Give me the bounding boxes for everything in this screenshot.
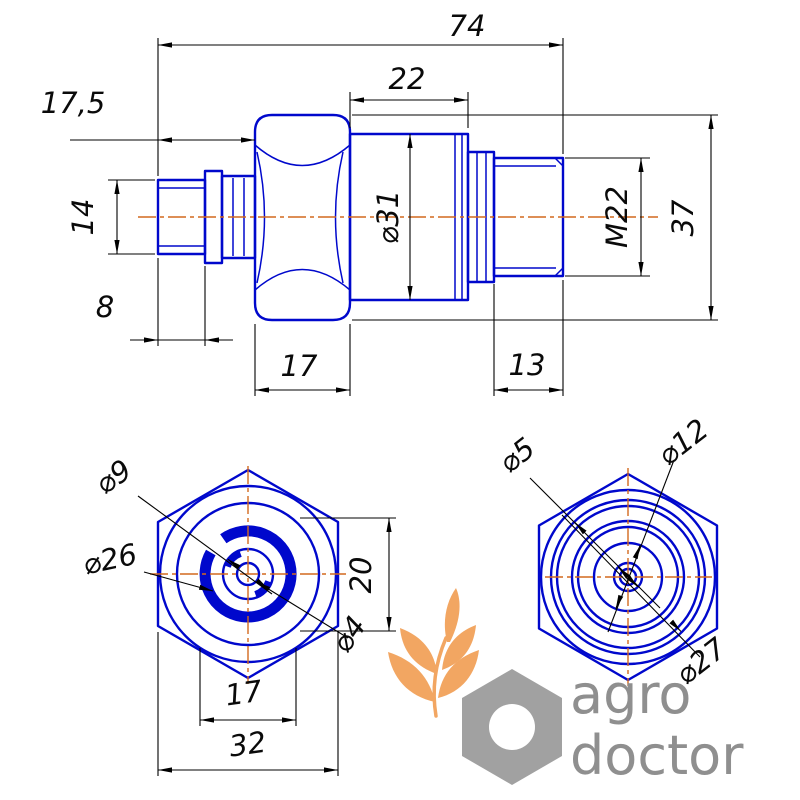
right-view-dimensions: ⌀5 ⌀12 ⌀27 (492, 412, 733, 691)
hex-body-outline (253, 113, 352, 322)
dim-across-flats: 32 (227, 725, 268, 764)
logo: agro doctor (388, 588, 744, 787)
left-end-view: ⌀9 ⌀26 20 ⌀4 17 32 (80, 453, 396, 776)
dim-pin-diameter: ⌀4 (325, 610, 373, 659)
dim-bore-diameter: ⌀9 (89, 453, 138, 501)
dim-stub-length: 8 (96, 290, 114, 324)
dim-slot-height: 20 (344, 557, 378, 594)
nut-icon (462, 669, 562, 785)
logo-text-line2: doctor (570, 724, 744, 787)
dim-overall-height: 37 (666, 199, 700, 236)
right-end-view: ⌀5 ⌀12 ⌀27 (492, 412, 733, 691)
side-view: 74 22 17,5 14 8 17 (41, 9, 718, 396)
dim-overall-length: 74 (449, 9, 486, 43)
dim-stub-diameter: 14 (66, 199, 100, 236)
wheat-icon (388, 588, 479, 718)
dim-thread-length: 13 (509, 348, 546, 382)
side-view-dimensions: 74 22 17,5 14 8 17 (41, 9, 718, 396)
dim-left-offset: 17,5 (41, 86, 106, 120)
dim-slot-circle-diameter: ⌀26 (80, 537, 140, 582)
dim-thread-size: M22 (600, 186, 634, 248)
logo-text-line1: agro (570, 663, 691, 726)
dim-body-diameter: ⌀31 (371, 190, 405, 244)
dim-hex-length: 17 (281, 349, 318, 383)
dim-small-bore: ⌀5 (492, 431, 541, 480)
dim-body-length: 22 (389, 62, 426, 96)
dim-slot-span: 17 (223, 674, 265, 713)
dim-mid-bore: ⌀12 (651, 412, 715, 472)
